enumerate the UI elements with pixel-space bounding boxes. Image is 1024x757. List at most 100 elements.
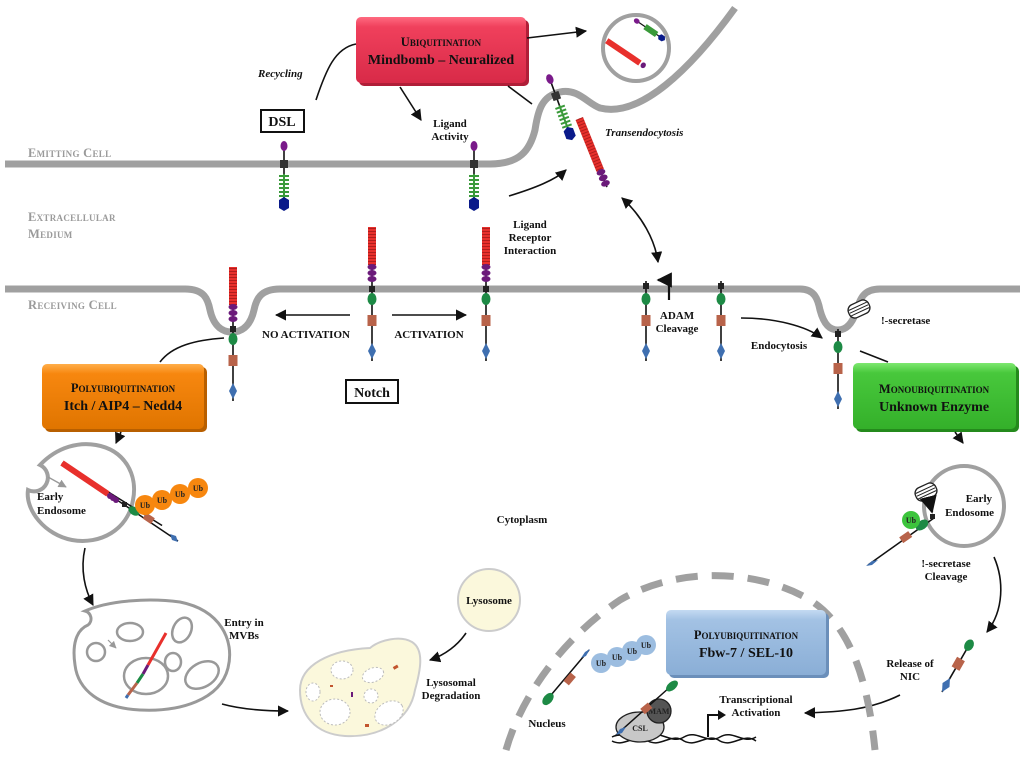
mono-box-subtitle: Unknown Enzyme <box>879 400 989 415</box>
svg-text:Notch: Notch <box>354 386 390 401</box>
region-extracellular-medium: Extracellular <box>28 210 116 224</box>
recycling-label: Recycling <box>257 68 303 80</box>
itch-box-subtitle: Itch / AIP4 – Nedd4 <box>64 399 182 414</box>
monoubiquitination-box: Monoubiquitination Unknown Enzyme <box>853 363 1019 432</box>
activation-label: ACTIVATION <box>394 329 463 341</box>
ubiquitination-box: Ubiquitination Mindbomb – Neuralized <box>356 17 529 86</box>
release-of-nic-label-1: Release of <box>886 658 934 670</box>
notch-tag: Notch <box>345 379 399 404</box>
svg-text:Ub: Ub <box>641 641 652 650</box>
dsl-ligand-transendocytosis <box>542 71 578 143</box>
early-endosome-left-label-1: Early <box>37 491 64 503</box>
degradation-lysosome <box>298 637 422 738</box>
polyubiquitination-fbw7-box: Polyubiquitination Fbw-7 / SEL-10 <box>666 610 829 678</box>
notch-to-itch-line <box>159 337 225 363</box>
csl-mam-complex: CSL MAM <box>611 680 757 744</box>
polyubiquitination-itch-box: Polyubiquitination Itch / AIP4 – Nedd4 <box>42 364 207 432</box>
notch-endocytosed-right <box>832 328 844 410</box>
ligand-activity-label-1: Ligand <box>433 118 467 130</box>
ubiquitination-box-subtitle: Mindbomb – Neuralized <box>368 53 514 68</box>
ligand-receptor-label-2: Receptor <box>509 232 552 244</box>
adam-transendocytosis-arrow <box>621 197 663 264</box>
region-emitting-cell: Emitting Cell <box>28 146 111 160</box>
nuclear-envelope <box>502 572 879 751</box>
ligand-activity-label-2: Activity <box>431 131 469 143</box>
adam-cleavage-label-1: ADAM <box>660 310 695 322</box>
ligand-receptor-interaction-arrow <box>508 169 567 197</box>
gamma-secretase-label: !-secretase <box>881 315 930 327</box>
no-activation-label: NO ACTIVATION <box>262 329 350 341</box>
svg-text:MAM: MAM <box>649 707 670 716</box>
svg-text:CSL: CSL <box>632 724 648 733</box>
mono-box-title: Monoubiquitination <box>879 382 990 396</box>
emitting-cell-membrane <box>5 5 738 168</box>
entry-in-mvbs-label-1: Entry in <box>224 617 263 629</box>
gamma-secretase-cleavage-label-1: !-secretase <box>921 558 970 570</box>
svg-text:Ub: Ub <box>140 501 151 510</box>
svg-text:Ub: Ub <box>596 659 607 668</box>
mono-to-endosome-arrow <box>952 431 964 444</box>
lysosome-fusion-arrow <box>428 632 467 663</box>
released-nicd <box>937 636 977 696</box>
notch-receptor <box>366 226 378 362</box>
ligand-activity-arrow <box>399 86 422 121</box>
adam-cleavage-arrow <box>656 272 672 300</box>
ligand-receptor-label-1: Ligand <box>513 219 547 231</box>
nucleus-label: Nucleus <box>528 718 566 730</box>
cleavage-to-release-arrow <box>986 556 1002 633</box>
early-endosome-right-label-1: Early <box>966 493 993 505</box>
gamma-secretase-icon <box>845 297 873 321</box>
ubiquitination-to-vesicle-arrow <box>526 26 588 39</box>
early-endosome-right: Early Endosome Ub <box>866 464 1006 566</box>
fbw7-box-subtitle: Fbw-7 / SEL-10 <box>699 646 793 661</box>
entry-in-mvbs-label-2: MVBs <box>229 630 260 642</box>
release-of-nic-label-2: NIC <box>900 671 920 683</box>
svg-text:Ub: Ub <box>906 516 917 525</box>
region-receiving-cell: Receiving Cell <box>28 298 117 312</box>
mvb-to-lysosome-arrow <box>221 703 290 717</box>
svg-text:Ub: Ub <box>627 647 638 656</box>
notch-receptor-bound <box>480 226 492 362</box>
recycling-arrow <box>315 43 357 101</box>
notch-adam-cleaved <box>640 280 652 362</box>
dsl-ligand-1 <box>278 140 290 212</box>
multivesicular-body <box>72 598 232 712</box>
gamma-secretase-cleavage-label-2: Cleavage <box>925 571 968 583</box>
svg-text:Ub: Ub <box>612 653 623 662</box>
ubiquitination-box-title: Ubiquitination <box>401 35 482 49</box>
svg-text:Ub: Ub <box>175 490 186 499</box>
region-extracellular-medium-2: Medium <box>28 227 73 241</box>
dsl-tag: DSL <box>260 109 305 133</box>
cytoplasm-label: Cytoplasm <box>497 514 548 526</box>
early-endosome-left: Early Endosome <box>25 442 179 543</box>
transendocytosis-label: Transendocytosis <box>605 127 683 139</box>
dsl-ligand-2 <box>468 140 480 212</box>
transendocytosis-vesicle <box>601 13 671 83</box>
endocytosis-label: Endocytosis <box>751 340 808 352</box>
lysosomal-degradation-label-1: Lysosomal <box>426 677 476 689</box>
ubiquitination-to-ligand-line <box>507 85 533 105</box>
transcriptional-activation-label-1: Transcriptional <box>719 694 792 706</box>
notch-next <box>715 280 727 362</box>
ub-chain-orange: Ub Ub Ub Ub <box>135 478 208 515</box>
ub-chain-blue: Ub Ub Ub Ub <box>542 635 656 706</box>
fbw7-box-title: Polyubiquitination <box>694 628 799 642</box>
notch-to-mono-line <box>859 350 889 363</box>
svg-text:DSL: DSL <box>268 115 295 130</box>
endosome-to-mvb-arrow <box>82 547 94 606</box>
lysosome: Lysosome <box>457 568 521 632</box>
ligand-receptor-label-3: Interaction <box>504 245 557 257</box>
notch-ecd-transendocytosed <box>575 116 610 188</box>
itch-box-title: Polyubiquitination <box>71 381 176 395</box>
early-endosome-right-label-2: Endosome <box>945 507 994 519</box>
receiving-cell-membrane <box>5 285 1020 336</box>
svg-text:Ub: Ub <box>193 484 204 493</box>
svg-text:Ub: Ub <box>157 496 168 505</box>
itch-to-endosome-arrow <box>115 431 126 445</box>
early-endosome-left-label-2: Endosome <box>37 505 86 517</box>
transcriptional-activation-label-2: Activation <box>732 707 781 719</box>
lysosomal-degradation-label-2: Degradation <box>422 690 481 702</box>
endocytosis-arrow <box>740 317 823 339</box>
